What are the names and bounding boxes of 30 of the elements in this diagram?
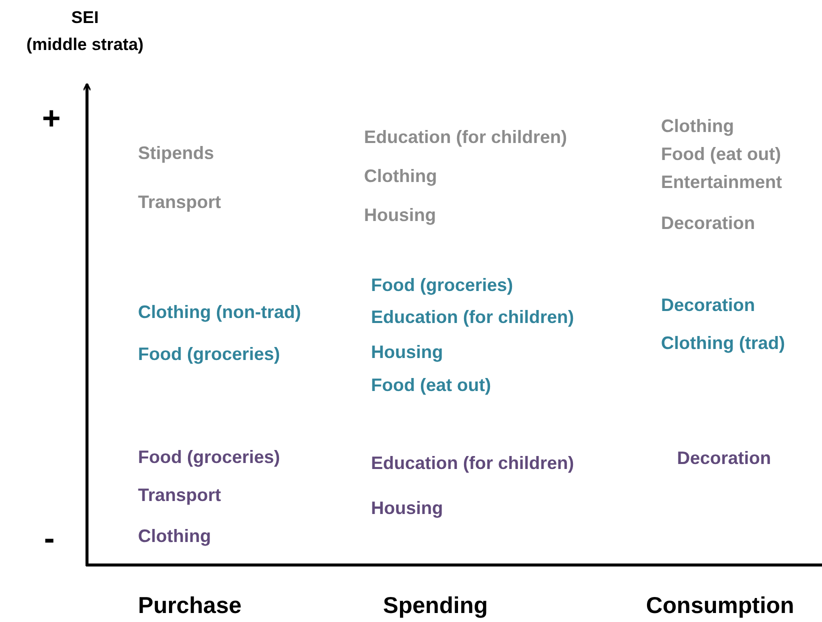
item-label: Decoration: [677, 448, 772, 469]
item-label: Clothing: [364, 166, 437, 187]
item-label: Decoration: [661, 213, 756, 234]
item-label: Housing: [371, 498, 443, 519]
item-label: Food (groceries): [371, 275, 514, 296]
category-label: Spending: [383, 592, 488, 618]
item-label: Education (for children): [371, 307, 574, 328]
category-label: Purchase: [138, 592, 242, 618]
item-label: Housing: [364, 205, 436, 226]
item-label: Transport: [138, 192, 222, 213]
axis-sign: +: [42, 100, 61, 137]
item-label: Housing: [371, 342, 443, 363]
item-label: Transport: [138, 485, 222, 506]
item-label: Education (for children): [364, 127, 568, 148]
axis-sign: -: [44, 520, 55, 557]
item-label: Entertainment: [661, 172, 782, 193]
item-label: Decoration: [661, 295, 756, 316]
category-label: Consumption: [646, 592, 794, 618]
item-label: Clothing (trad): [661, 333, 785, 354]
item-label: Food (groceries): [138, 344, 280, 365]
item-label: Food (groceries): [138, 447, 280, 468]
item-label: Food (eat out): [661, 144, 781, 165]
item-label: Education (for children): [371, 453, 574, 474]
axis-title: SEI: [71, 8, 99, 28]
axis-title: (middle strata): [26, 35, 144, 55]
item-label: Clothing (non-trad): [138, 302, 301, 323]
item-label: Food (eat out): [371, 375, 491, 396]
item-label: Clothing: [138, 526, 211, 547]
item-label: Clothing: [661, 116, 734, 137]
item-label: Stipends: [138, 143, 214, 164]
